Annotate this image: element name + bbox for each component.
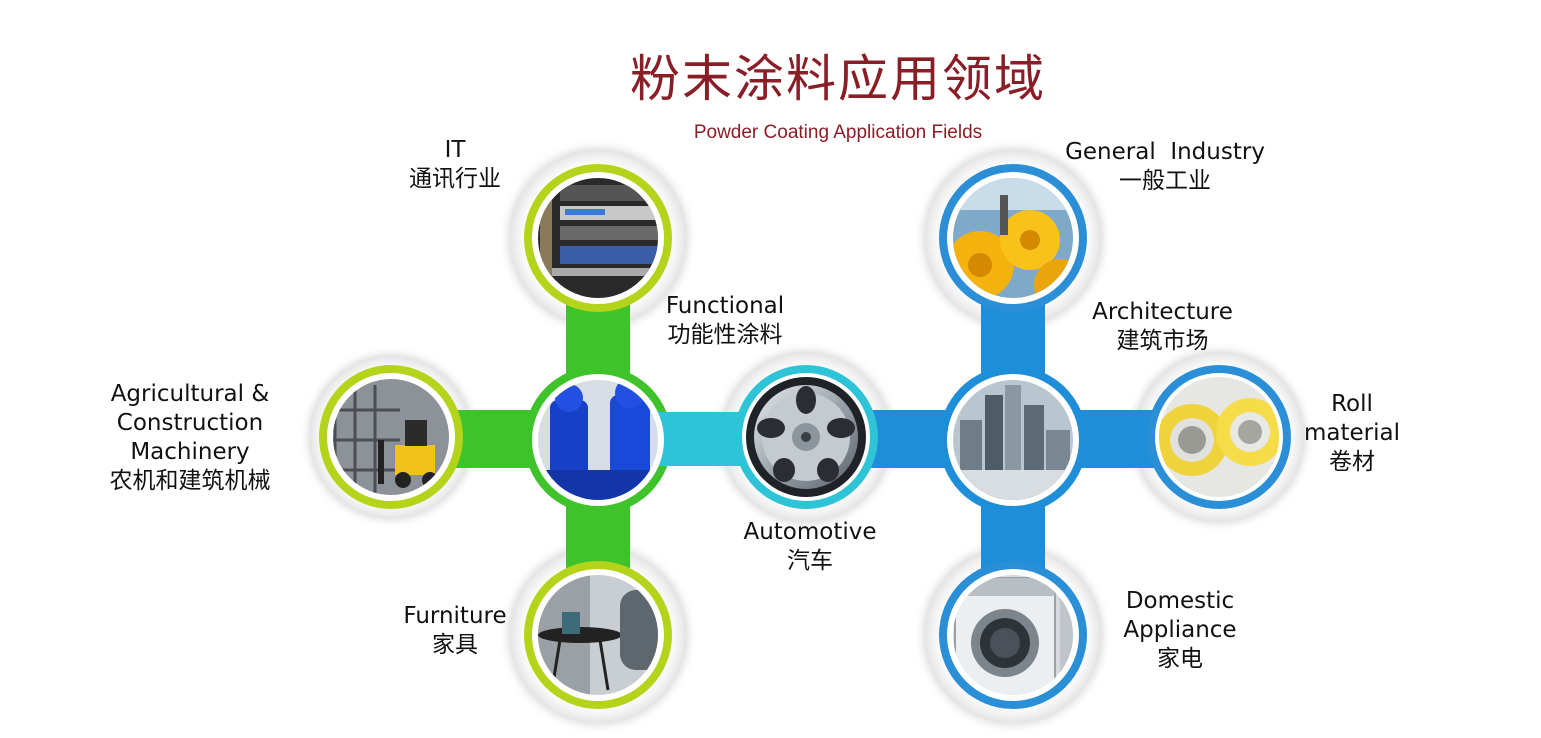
label-functional-en: Functional — [665, 293, 785, 319]
label-automotive-en: Automotive — [743, 519, 877, 545]
label-roll-material-en2: material — [1304, 420, 1400, 446]
label-domestic-appliance-zh: 家电 — [1157, 646, 1203, 672]
label-architecture-zh: 建筑市场 — [1116, 328, 1209, 354]
label-roll-material: Roll material 卷材 — [1292, 390, 1412, 477]
wheel-rim-icon — [746, 377, 866, 497]
label-furniture-en: Furniture — [403, 603, 507, 629]
label-general-industry-zh: 一般工业 — [1119, 168, 1211, 194]
coil-rolls-icon — [1159, 377, 1279, 497]
label-it-zh: 通讯行业 — [409, 166, 501, 192]
forklift-icon — [333, 379, 449, 495]
label-furniture-zh: 家具 — [432, 632, 478, 658]
label-domestic-appliance-en1: Domestic — [1125, 588, 1235, 614]
node-functional — [532, 374, 664, 506]
label-furniture: Furniture 家具 — [390, 602, 520, 660]
label-general-industry: General Industry 一般工业 — [1055, 138, 1275, 196]
label-agricultural-en1: Agricultural & — [110, 381, 270, 407]
label-domestic-appliance: Domestic Appliance 家电 — [1110, 587, 1250, 674]
label-roll-material-en1: Roll — [1331, 391, 1373, 417]
label-domestic-appliance-en2: Appliance — [1123, 617, 1237, 643]
node-it — [524, 164, 672, 312]
label-it-en: IT — [444, 137, 466, 163]
page-subtitle: Powder Coating Application Fields — [693, 122, 983, 143]
label-architecture: Architecture 建筑市场 — [1080, 298, 1245, 356]
label-functional-zh: 功能性涂料 — [667, 322, 783, 348]
node-general-industry — [939, 164, 1087, 312]
label-it: IT 通讯行业 — [395, 136, 515, 194]
label-agricultural-en2: Construction — [116, 410, 264, 436]
node-domestic-appliance — [939, 561, 1087, 709]
label-functional: Functional 功能性涂料 — [650, 292, 800, 350]
label-agricultural-en3: Machinery — [130, 439, 250, 465]
node-agricultural — [319, 365, 463, 509]
label-roll-material-zh: 卷材 — [1329, 449, 1375, 475]
page-title: 粉末涂料应用领域 — [630, 50, 1046, 108]
label-general-industry-en: General Industry — [1065, 139, 1265, 165]
label-automotive: Automotive 汽车 — [730, 518, 890, 576]
node-roll-material — [1147, 365, 1291, 509]
node-furniture — [524, 561, 672, 709]
label-agricultural: Agricultural & Construction Machinery 农机… — [95, 380, 285, 496]
node-architecture — [947, 374, 1079, 506]
label-automotive-zh: 汽车 — [787, 548, 833, 574]
label-architecture-en: Architecture — [1092, 299, 1233, 325]
node-automotive — [734, 365, 878, 509]
label-agricultural-zh: 农机和建筑机械 — [109, 468, 271, 494]
